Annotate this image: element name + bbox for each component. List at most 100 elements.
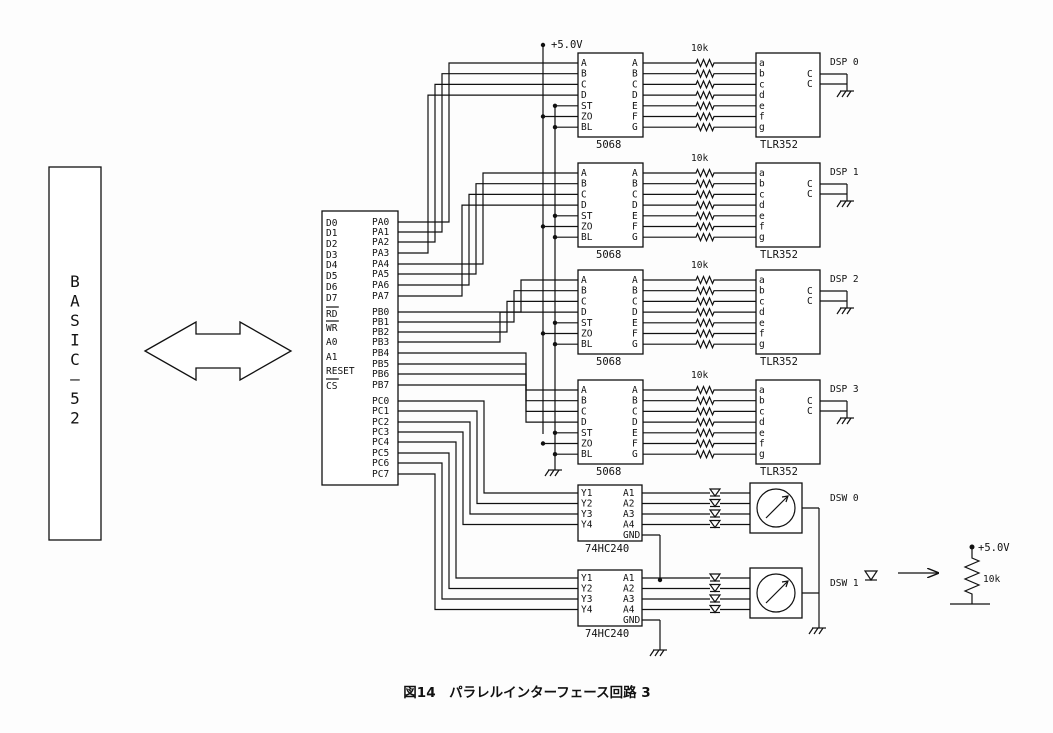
port-wire [398, 431, 578, 526]
buffer-pin-label: GND [623, 530, 640, 541]
wire [649, 649, 655, 657]
main-chip-pin-label: D5 [326, 271, 337, 282]
display-pin-label: d [759, 90, 765, 101]
wire [836, 90, 842, 98]
display-chip [755, 52, 821, 138]
decoder-pin-label: E [632, 101, 638, 112]
resistor-icon [690, 328, 720, 339]
decoder-pin-label: ZO [581, 329, 593, 340]
decoder-pin-label: A [632, 58, 638, 69]
resistor-icon [690, 417, 720, 428]
port-wire [398, 311, 578, 343]
wire [846, 90, 852, 98]
main-chip-pin-label: D2 [326, 239, 337, 250]
decoder-pin-label: A [632, 385, 638, 396]
port-wire [398, 452, 578, 590]
resistor-icon [690, 189, 720, 200]
buffer-name: 74HC240 [585, 628, 629, 640]
display-name: TLR352 [760, 249, 798, 261]
junction-dot [552, 452, 558, 457]
decoder-pin-label: E [632, 428, 638, 439]
main-chip-port-label: PA0 [372, 217, 389, 228]
display-pin-label: f [759, 439, 765, 450]
ground-icon [836, 90, 854, 98]
decoder-pin-label: D [581, 417, 587, 428]
main-chip-port-label: PC7 [372, 469, 389, 480]
display-pin-label: e [759, 101, 765, 112]
resistor-icon [690, 427, 720, 438]
wire [554, 469, 560, 477]
decoder-pin-label: G [632, 122, 638, 133]
resistor-icon [690, 111, 720, 122]
decoder-pin-label: A [581, 168, 587, 179]
power-rails [540, 42, 562, 477]
decoder-pin-label: ZO [581, 222, 593, 233]
decoder-name: 5068 [596, 356, 621, 368]
resistor-icon [690, 285, 720, 296]
decoder-pin-label: E [632, 318, 638, 329]
display-pin-label: b [759, 179, 765, 190]
resistor-label: 10k [691, 43, 708, 54]
resistor-icon [690, 232, 720, 243]
main-chip-pin-label: A1 [326, 352, 338, 363]
buffer-pin-label: A4 [623, 520, 635, 531]
decoder-pin-label: ST [581, 318, 593, 329]
display-pin-label: g [759, 339, 765, 350]
legend-resistor-icon [963, 549, 981, 604]
basic52-letter: B [70, 272, 80, 291]
wire [846, 307, 852, 315]
main-chip-port-label: PC4 [372, 437, 389, 448]
port-wire [398, 421, 578, 515]
ground-icon [836, 307, 854, 315]
display-pin-label: f [759, 112, 765, 123]
diode-icon [708, 573, 722, 583]
decoder-pin-label: D [581, 200, 587, 211]
bus-arrow-icon [143, 320, 293, 382]
main-chip-pin-label: D6 [326, 282, 338, 293]
display-pin-label: b [759, 69, 765, 80]
display-pin-label: b [759, 286, 765, 297]
diode-icon [708, 519, 722, 529]
decoder-pin-label: B [632, 286, 638, 297]
display-pin-label: c [759, 406, 765, 417]
diode-icon [708, 488, 722, 498]
decoder-pin-label: ST [581, 211, 593, 222]
decoder-pin-label: D [581, 90, 587, 101]
wire [808, 627, 814, 635]
resistor-icon [690, 79, 720, 90]
decoder-pin-label: ZO [581, 112, 593, 123]
display-pin-label: C [807, 179, 813, 190]
main-chip-port-label: PA2 [372, 237, 389, 248]
main-chip-port-label: PA3 [372, 248, 389, 259]
resistor-icon [690, 122, 720, 133]
port-wire [398, 204, 578, 297]
wire [654, 649, 660, 657]
legend-resistor-label: 10k [983, 574, 1000, 585]
buffer-pin-label: A2 [623, 499, 634, 510]
resistor-icon [690, 317, 720, 328]
resistor-icon [690, 57, 720, 69]
basic52-letter: C [70, 350, 80, 369]
display-pin-label: f [759, 222, 765, 233]
basic52-letter: S [70, 311, 80, 330]
decoder-pin-label: C [632, 406, 638, 417]
decoder-pin-label: B [632, 179, 638, 190]
main-chip-pin-label: A0 [326, 337, 338, 348]
decoder-pin-label: C [581, 189, 587, 200]
display-chip [755, 162, 821, 248]
main-chip-port-label: PB7 [372, 380, 389, 391]
main-chip-port-label: PB5 [372, 359, 389, 370]
junction-dot [552, 213, 558, 218]
main-interface-chip [321, 210, 399, 486]
display-label: DSP 0 [830, 57, 859, 68]
ground-icon [836, 417, 854, 425]
decoder-pin-label: G [632, 449, 638, 460]
resistor-icon [690, 100, 720, 111]
display-name: TLR352 [760, 466, 798, 478]
wire [659, 649, 665, 657]
decoder-pin-label: C [632, 79, 638, 90]
main-chip-port-label: PC2 [372, 417, 389, 428]
decoder-pin-label: ST [581, 428, 593, 439]
